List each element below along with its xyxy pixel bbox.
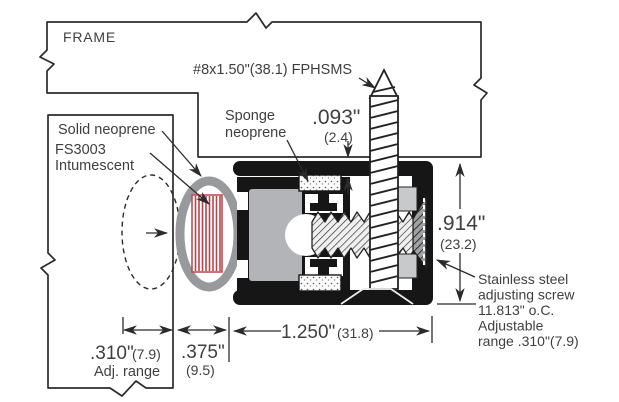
door-leaf-outline: [40, 114, 174, 397]
leader-intumescent: [149, 152, 210, 205]
intumescent-label-line2: Intumescent: [55, 158, 134, 174]
adjusting-screw-note-line2: adjusting screw: [478, 287, 575, 303]
sponge-neoprene-bottom: [298, 274, 342, 292]
dim-offset-inches: .375": [181, 342, 225, 363]
dim-adj-range-mm: (7.9): [132, 346, 161, 362]
dim-adj-range-caption: Adj. range: [94, 364, 160, 380]
dim-height: [437, 162, 476, 305]
frame-outline: [39, 12, 488, 158]
dashed-seal-position: [121, 174, 181, 290]
sponge-label-line2: neoprene: [225, 125, 286, 141]
frame-label: FRAME: [63, 29, 116, 45]
dim-adj-range-inches: .310": [90, 343, 134, 364]
adjusting-screw-thread: [311, 211, 419, 259]
dim-height-mm: (23.2): [440, 236, 477, 252]
adjusting-screw-note-line1: Stainless steel: [478, 271, 568, 287]
leader-adjusting-screw: [435, 259, 476, 278]
dim-gap-mm: (2.4): [324, 129, 353, 145]
intumescent-label-line1: FS3003: [55, 142, 106, 158]
carrier-insert: [249, 189, 302, 281]
sponge-neoprene-top: [298, 174, 342, 192]
leader-solid-neoprene: [161, 130, 202, 177]
adjusting-screw-note-line5: range .310"(7.9): [478, 333, 579, 349]
leader-sponge: [286, 139, 309, 183]
adjusting-screw-head: [412, 194, 427, 269]
sponge-label-line1: Sponge: [225, 108, 275, 124]
solid-neoprene-label: Solid neoprene: [58, 122, 156, 138]
dim-offset-mm: (9.5): [186, 362, 215, 378]
dim-width-inches: 1.250": [281, 322, 335, 343]
adjusting-nut-block-top: [397, 186, 418, 212]
dim-bottom-lines: [122, 316, 433, 362]
adjusting-screw-note-line3: 11.813" o.C.: [478, 302, 554, 318]
intumescent-strip: [191, 194, 223, 273]
adjusting-screw-note-line4: Adjustable: [478, 318, 544, 334]
dim-height-inches: .914": [437, 212, 485, 235]
mounting-screw: [368, 67, 400, 290]
mounting-screw-countersunk-head: [340, 288, 414, 305]
dim-width-mm: (31.8): [337, 325, 374, 341]
adjusting-nut-block-bottom: [397, 253, 418, 279]
leader-mounting-screw: [358, 77, 377, 89]
dim-gap-inches: .093": [312, 106, 360, 129]
mounting-screw-spec: #8x1.50"(38.1) FPHSMS: [193, 62, 352, 78]
